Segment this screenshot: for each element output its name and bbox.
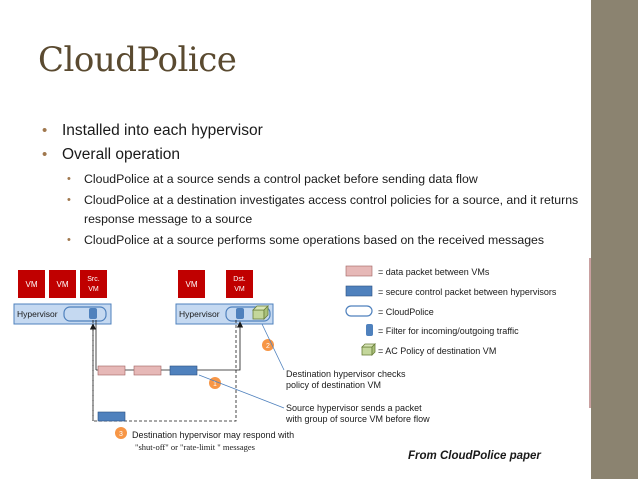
vm-box-3 — [178, 270, 205, 298]
dst-ac-policy-icon — [252, 305, 269, 320]
data-packet-1 — [97, 365, 126, 376]
vm-box-1 — [18, 270, 45, 298]
src-vm-label-2: VM — [88, 286, 99, 293]
bullet-overall-operation: Overall operation — [40, 143, 580, 167]
vm-box-2 — [49, 270, 76, 298]
legend-filter-icon — [366, 324, 373, 336]
sub-bullet-source-sends: CloudPolice at a source sends a control … — [40, 170, 580, 189]
response-dashed-line — [93, 320, 237, 422]
step-number-2: 2 — [266, 343, 270, 350]
control-packet-response — [97, 411, 126, 422]
src-vm-label-1: Src. — [87, 276, 100, 283]
decorative-side-accent — [589, 258, 591, 408]
figure-caption: From CloudPolice paper — [408, 450, 541, 462]
note-src-send-1: Source hypervisor sends a packet — [286, 403, 422, 413]
data-flow-line — [96, 321, 244, 371]
cloudpolice-diagram: VM VM Src. VM Hypervisor VM Dst. VM Hype… — [13, 265, 557, 452]
src-vm-box — [80, 270, 107, 298]
dst-filter-icon — [236, 308, 244, 319]
step-number-3: 3 — [119, 431, 123, 438]
note-dst-check-2: policy of destination VM — [286, 380, 381, 390]
data-packet-2 — [133, 365, 162, 376]
legend-cloudpolice-swatch — [345, 305, 373, 317]
legend-filter: = Filter for incoming/outgoing traffic — [378, 326, 519, 336]
legend-data-packet: = data packet between VMs — [378, 267, 490, 277]
note-line-src-send — [198, 374, 285, 409]
step-circle-3 — [115, 427, 127, 439]
legend-control-packet: = secure control packet between hypervis… — [378, 287, 557, 297]
vm-box-3-label: VM — [186, 280, 198, 289]
bullet-installed: Installed into each hypervisor — [40, 119, 580, 143]
legend-cloudpolice: = CloudPolice — [378, 307, 434, 317]
dst-vm-label-2: VM — [234, 286, 245, 293]
dst-hypervisor — [175, 303, 274, 325]
src-hypervisor — [13, 303, 112, 325]
slide-title: CloudPolice — [38, 40, 237, 80]
note-dst-check-1: Destination hypervisor checks — [286, 369, 406, 379]
note-src-send-2: with group of source VM before flow — [285, 414, 430, 424]
vm-box-2-label: VM — [57, 280, 69, 289]
sub-bullet-source-performs: CloudPolice at a source performs some op… — [40, 231, 580, 250]
src-filter-icon — [89, 308, 97, 319]
src-hypervisor-label: Hypervisor — [17, 309, 58, 319]
legend-ac-policy-icon — [361, 343, 376, 356]
legend-data-packet-swatch — [345, 265, 373, 277]
sub-bullet-destination-investigates: CloudPolice at a destination investigate… — [40, 191, 580, 229]
dst-vm-label-1: Dst. — [233, 276, 246, 283]
decorative-side-bar — [591, 0, 638, 479]
dst-vm-box — [226, 270, 253, 298]
note-line-dst-check — [261, 323, 285, 371]
dst-hypervisor-label: Hypervisor — [179, 309, 220, 319]
legend-ac-policy: = AC Policy of destination VM — [378, 346, 496, 356]
legend-control-packet-swatch — [345, 285, 373, 297]
step-number-1: 1 — [213, 381, 217, 388]
vm-box-1-label: VM — [26, 280, 38, 289]
dst-cloudpolice — [225, 306, 271, 322]
note-dst-respond-2: "shut-off" or "rate-limit " messages — [135, 442, 255, 452]
src-cloudpolice — [63, 306, 107, 322]
bullet-list: Installed into each hypervisor Overall o… — [40, 119, 580, 250]
control-packet-1 — [169, 365, 198, 376]
note-dst-respond-1: Destination hypervisor may respond with — [132, 430, 294, 440]
